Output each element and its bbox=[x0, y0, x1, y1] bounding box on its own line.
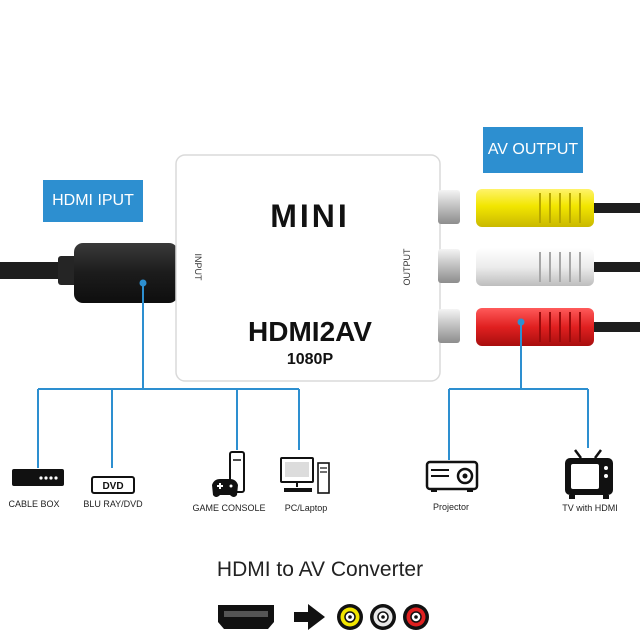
rca-cable-yellow bbox=[476, 189, 640, 227]
projector-icon bbox=[425, 460, 479, 492]
rca-jacks bbox=[438, 190, 460, 343]
rca-cable-red bbox=[476, 308, 640, 346]
connector-lines bbox=[37, 283, 589, 468]
rca-yellow-jack-icon bbox=[337, 604, 363, 630]
pc-laptop-label: PC/Laptop bbox=[284, 503, 328, 513]
desktop-pc-icon bbox=[280, 457, 330, 494]
product-caption: HDMI to AV Converter bbox=[216, 558, 424, 581]
tv-icon bbox=[565, 449, 613, 499]
arrow-right-icon bbox=[294, 604, 325, 630]
rca-jack-red bbox=[438, 309, 460, 343]
converter-body bbox=[175, 154, 441, 382]
projector-label: Projector bbox=[432, 502, 470, 512]
cable-box-icon bbox=[12, 469, 64, 486]
converter-box: MINI HDMI2AV 1080P INPUT OUTPUT bbox=[175, 154, 441, 382]
converter-model: HDMI2AV bbox=[248, 316, 372, 347]
hdmi-plug-icon bbox=[74, 243, 178, 303]
rca-plug-yellow-icon bbox=[476, 189, 594, 227]
rca-jack-yellow bbox=[438, 190, 460, 224]
output-port-label: OUTPUT bbox=[402, 248, 412, 286]
blu-ray-dvd-label: BLU RAY/DVD bbox=[83, 499, 143, 509]
connector-dot-output bbox=[517, 318, 525, 326]
dvd-icon-text: DVD bbox=[102, 481, 123, 492]
converter-brand: MINI bbox=[270, 198, 350, 234]
hdmi-cable bbox=[0, 243, 178, 303]
game-console-label: GAME CONSOLE bbox=[192, 503, 266, 513]
rca-white-jack-icon bbox=[370, 604, 396, 630]
rca-jack-white bbox=[438, 249, 460, 283]
cable-box-label: CABLE BOX bbox=[8, 499, 60, 509]
dvd-player-icon: DVD bbox=[91, 476, 135, 494]
rca-plug-red-icon bbox=[476, 308, 594, 346]
tv-with-hdmi-label: TV with HDMI bbox=[562, 503, 618, 513]
input-port-label: INPUT bbox=[193, 254, 203, 282]
rca-cable-white bbox=[476, 248, 640, 286]
game-console-icon bbox=[212, 451, 245, 497]
hdmi-input-label: HDMI IPUT bbox=[43, 180, 143, 222]
rca-plug-white-icon bbox=[476, 248, 594, 286]
connector-dot-input bbox=[139, 279, 147, 287]
hdmi-cable-wire bbox=[0, 262, 70, 279]
av-output-label: AV OUTPUT bbox=[483, 127, 583, 173]
flow-hdmi-plug-icon bbox=[218, 605, 274, 629]
rca-red-jack-icon bbox=[403, 604, 429, 630]
hdmi-plug-strain-relief bbox=[58, 256, 78, 285]
converter-resolution: 1080P bbox=[287, 351, 334, 368]
